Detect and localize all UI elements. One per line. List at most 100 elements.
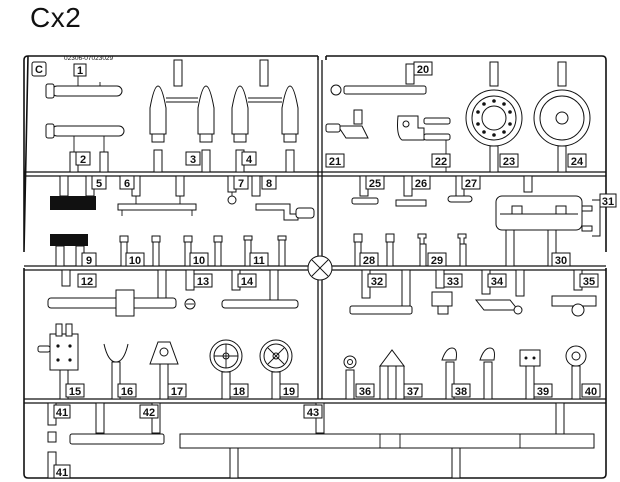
svg-text:27: 27 xyxy=(465,178,477,190)
part-39-shape xyxy=(519,349,541,367)
svg-text:35: 35 xyxy=(583,276,595,288)
label-37: 37 xyxy=(403,383,423,398)
label-6: 6 xyxy=(119,175,135,190)
part-5-block xyxy=(50,196,96,210)
svg-text:36: 36 xyxy=(359,386,371,398)
label-10b: 10 xyxy=(189,252,209,267)
svg-text:6: 6 xyxy=(124,178,130,190)
part-42-bar xyxy=(69,433,165,445)
svg-text:23: 23 xyxy=(503,156,515,168)
label-13: 13 xyxy=(193,273,213,288)
svg-text:31: 31 xyxy=(602,196,614,208)
part-32-shape xyxy=(349,305,413,315)
part-18-handwheel xyxy=(209,339,243,400)
svg-text:25: 25 xyxy=(369,178,381,190)
part-41-shape-a xyxy=(47,431,57,443)
label-28: 28 xyxy=(359,252,379,267)
label-12: 12 xyxy=(77,273,97,288)
part-14-shape xyxy=(221,299,299,309)
svg-text:40: 40 xyxy=(585,386,597,398)
label-1: 1 xyxy=(73,63,87,77)
part-37-shape xyxy=(379,349,405,367)
part-38-shape xyxy=(441,347,457,361)
label-15: 15 xyxy=(65,383,85,398)
svg-text:29: 29 xyxy=(431,255,443,267)
svg-text:12: 12 xyxy=(81,276,93,288)
label-8: 8 xyxy=(261,175,277,190)
svg-text:32: 32 xyxy=(371,276,383,288)
label-32: 32 xyxy=(367,273,387,288)
label-30: 30 xyxy=(551,252,571,267)
label-20: 20 xyxy=(413,61,433,76)
part-30-tank xyxy=(495,195,583,231)
part-20-shape xyxy=(343,85,427,95)
svg-text:13: 13 xyxy=(197,276,209,288)
label-29: 29 xyxy=(427,252,447,267)
sprue-code: 02306-07023029 xyxy=(64,55,114,62)
part-21-shape xyxy=(337,125,369,139)
label-2: 2 xyxy=(75,151,91,166)
label-24: 24 xyxy=(567,153,587,168)
svg-text:34: 34 xyxy=(491,276,504,288)
part-31-shape xyxy=(592,199,601,237)
label-3: 3 xyxy=(185,151,201,166)
svg-text:18: 18 xyxy=(233,386,245,398)
svg-text:4: 4 xyxy=(246,154,253,166)
label-18: 18 xyxy=(229,383,249,398)
label-41a: 41 xyxy=(53,404,71,419)
svg-text:38: 38 xyxy=(455,386,467,398)
svg-text:39: 39 xyxy=(537,386,549,398)
part-8-shape xyxy=(255,203,299,221)
label-19: 19 xyxy=(279,383,299,398)
label-7: 7 xyxy=(233,175,249,190)
label-35: 35 xyxy=(579,273,599,288)
svg-text:41: 41 xyxy=(56,467,68,479)
svg-text:1: 1 xyxy=(77,65,83,77)
part-35-shape xyxy=(551,295,597,307)
svg-text:15: 15 xyxy=(69,386,81,398)
svg-text:10: 10 xyxy=(193,255,205,267)
part-25-shape xyxy=(351,197,379,205)
svg-text:9: 9 xyxy=(86,255,92,267)
label-11: 11 xyxy=(249,252,269,267)
label-31: 31 xyxy=(599,193,617,208)
svg-text:2: 2 xyxy=(80,154,86,166)
label-33: 33 xyxy=(443,273,463,288)
svg-text:30: 30 xyxy=(555,255,567,267)
label-21: 21 xyxy=(325,153,345,168)
svg-text:42: 42 xyxy=(143,407,155,419)
svg-text:17: 17 xyxy=(171,386,183,398)
part-27-shape xyxy=(447,195,473,203)
svg-text:41: 41 xyxy=(56,407,68,419)
part-2-shape xyxy=(51,125,125,137)
label-34: 34 xyxy=(487,273,507,288)
svg-text:11: 11 xyxy=(253,255,265,267)
part-labels: 1 2 3 4 5 6 7 8 9 10 10 11 12 13 14 15 1… xyxy=(53,61,617,479)
label-5: 5 xyxy=(91,175,107,190)
part-1-shape xyxy=(51,85,123,97)
label-40: 40 xyxy=(581,383,601,398)
label-42: 42 xyxy=(139,404,159,419)
part-7-shape xyxy=(227,195,237,205)
label-36: 36 xyxy=(355,383,375,398)
svg-text:8: 8 xyxy=(266,178,272,190)
label-4: 4 xyxy=(241,151,257,166)
part-19-handwheel xyxy=(259,339,293,400)
svg-text:16: 16 xyxy=(121,386,133,398)
svg-text:24: 24 xyxy=(571,156,584,168)
label-9: 9 xyxy=(81,252,97,267)
part-6-shape xyxy=(117,203,197,211)
label-23: 23 xyxy=(499,153,519,168)
label-26: 26 xyxy=(411,175,431,190)
svg-text:19: 19 xyxy=(283,386,295,398)
svg-text:21: 21 xyxy=(329,156,341,168)
part-10-pins xyxy=(119,235,223,267)
svg-text:5: 5 xyxy=(96,178,102,190)
svg-text:28: 28 xyxy=(363,255,375,267)
part-12-cylinder xyxy=(47,297,177,309)
svg-text:26: 26 xyxy=(415,178,427,190)
svg-text:43: 43 xyxy=(307,407,319,419)
label-22: 22 xyxy=(431,153,451,168)
svg-text:22: 22 xyxy=(435,156,447,168)
